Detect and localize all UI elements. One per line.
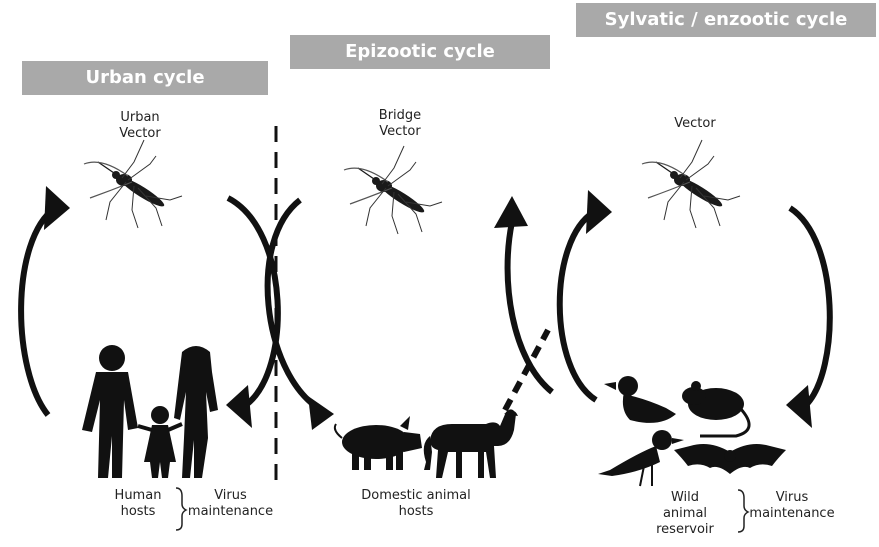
human-hosts-icon <box>82 345 218 478</box>
pig-icon <box>335 416 422 470</box>
sylvatic-vector-mosquito-icon <box>642 140 740 228</box>
rat-icon <box>682 381 749 436</box>
wild-brace-icon <box>738 490 748 532</box>
urban-vector-mosquito-icon <box>84 140 182 228</box>
sylvatic-cycle-arrows <box>560 208 830 405</box>
duck-icon <box>604 376 676 423</box>
urban-cycle-arrows <box>21 198 278 415</box>
human-brace-icon <box>176 488 186 530</box>
sylvatic-down-arrowhead <box>786 385 812 428</box>
bridge-vector-mosquito-icon <box>344 146 442 234</box>
urban-up-arrowhead <box>44 186 70 230</box>
epizootic-down-arrowhead <box>308 396 334 430</box>
sylvatic-up-arrowhead <box>586 190 612 234</box>
bat-icon <box>674 444 786 474</box>
epizootic-cycle-arrows <box>268 200 552 410</box>
horse-icon <box>424 409 518 478</box>
epizootic-up-arrowhead <box>494 196 528 228</box>
urban-down-arrowhead <box>226 385 252 428</box>
crow-icon <box>598 430 684 486</box>
